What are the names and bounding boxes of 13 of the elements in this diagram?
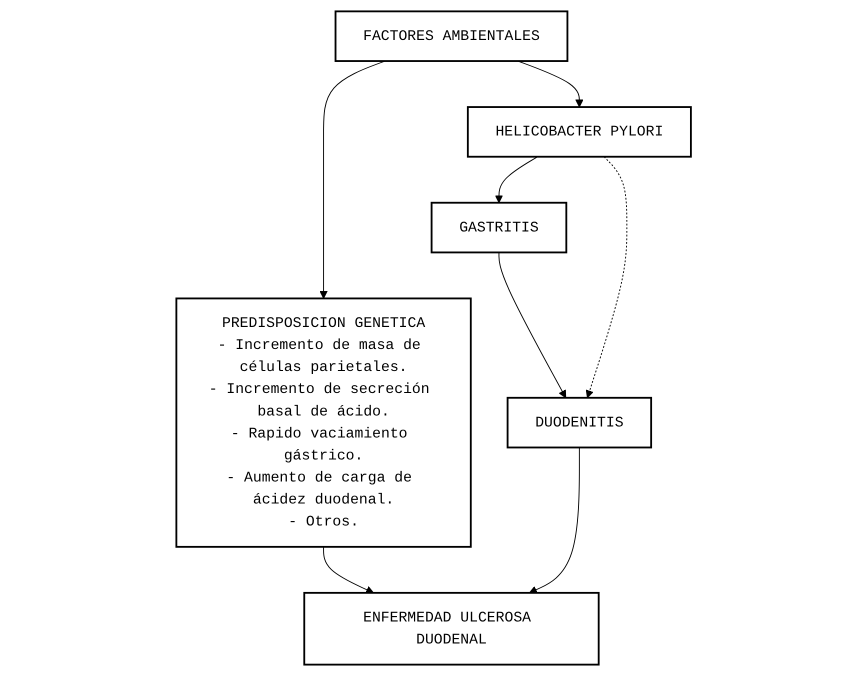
node-box: ENFERMEDAD ULCEROSA DUODENAL xyxy=(303,591,600,666)
arrow xyxy=(494,156,538,203)
node-box: PREDISPOSICION GENETICA - Incremento de masa de células parietales. - Incremento de secreción basal de ácido. - Rapido vaciamiento gástrico. - Aumento de carga de ácidez duodenal. - Otros. xyxy=(175,297,472,548)
arrow xyxy=(528,446,580,593)
node-box: GASTRITIS xyxy=(430,201,568,253)
arrow xyxy=(319,60,386,298)
node-box: HELICOBACTER PYLORI xyxy=(466,106,692,158)
node-box: FACTORES AMBIENTALES xyxy=(334,10,568,62)
arrow xyxy=(517,60,584,107)
node-box: DUODENITIS xyxy=(506,396,652,448)
arrow xyxy=(322,546,374,593)
arrow xyxy=(586,156,628,398)
arrow xyxy=(498,251,566,398)
